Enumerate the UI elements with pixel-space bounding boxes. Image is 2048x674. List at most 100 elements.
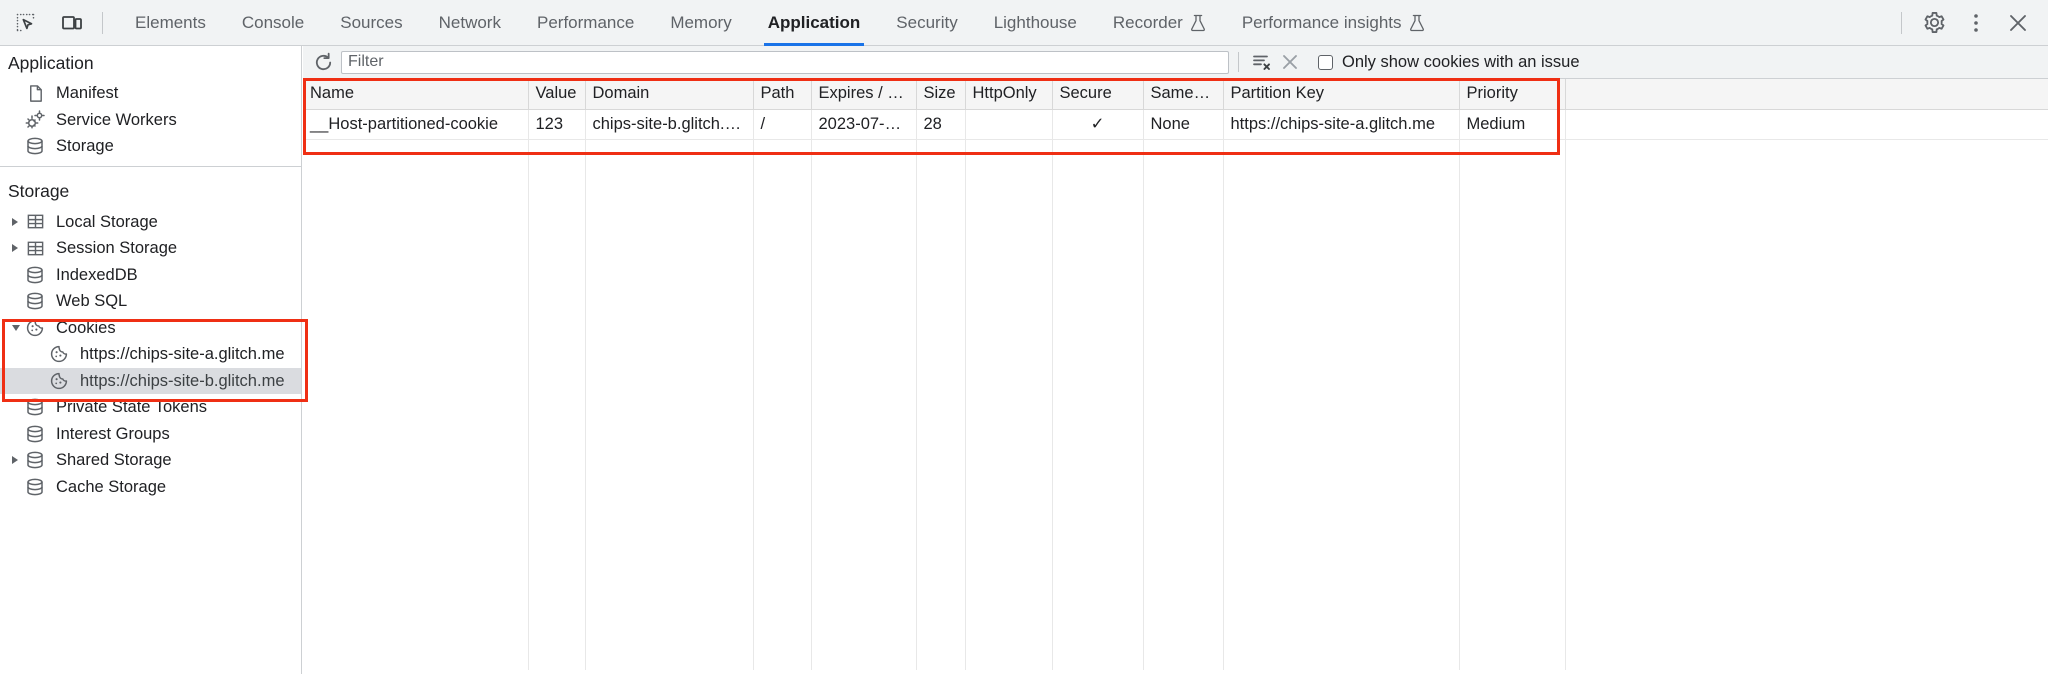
tab-memory[interactable]: Memory bbox=[652, 0, 749, 46]
cell-filler bbox=[1565, 109, 2048, 140]
tab-network[interactable]: Network bbox=[421, 0, 519, 46]
only-show-issues-checkbox[interactable]: Only show cookies with an issue bbox=[1318, 53, 1580, 72]
empty-cell bbox=[1565, 140, 2048, 670]
cell-name: __Host-partitioned-cookie bbox=[303, 109, 529, 140]
cell-size: 28 bbox=[916, 109, 966, 140]
filter-input[interactable] bbox=[341, 50, 1229, 74]
tab-lighthouse[interactable]: Lighthouse bbox=[976, 0, 1095, 46]
clear-filtered-cookies-icon[interactable] bbox=[1248, 49, 1276, 75]
tab-sources[interactable]: Sources bbox=[322, 0, 420, 46]
sidebar-section-application: Application bbox=[8, 52, 94, 73]
empty-cell bbox=[1052, 139, 1144, 670]
tab-label: Performance bbox=[536, 12, 635, 32]
cell-domain: chips-site-b.glitch.me bbox=[585, 109, 754, 140]
empty-cell bbox=[965, 139, 1053, 670]
sidebar-item-indexeddb[interactable]: IndexedDB bbox=[0, 262, 301, 289]
refresh-icon[interactable] bbox=[309, 49, 337, 75]
column-header-samesite[interactable]: SameSite bbox=[1143, 79, 1224, 110]
sidebar-item-manifest[interactable]: Manifest bbox=[0, 80, 301, 107]
tab-elements[interactable]: Elements bbox=[117, 0, 224, 46]
tab-label: Lighthouse bbox=[993, 12, 1077, 32]
toolbar-divider bbox=[1901, 11, 1902, 34]
cell-path: / bbox=[753, 109, 812, 140]
cell-samesite: None bbox=[1143, 109, 1224, 140]
database-icon bbox=[24, 476, 46, 498]
application-sidebar: Application Manifest Service Workers bbox=[0, 46, 302, 674]
empty-cell bbox=[303, 139, 529, 670]
service-workers-gear-icon bbox=[24, 109, 46, 131]
sidebar-item-cookies[interactable]: Cookies bbox=[0, 315, 301, 342]
tab-recorder[interactable]: Recorder bbox=[1095, 0, 1224, 46]
sidebar-item-session-storage[interactable]: Session Storage bbox=[0, 235, 301, 262]
table-icon bbox=[24, 211, 46, 233]
kebab-menu-icon[interactable] bbox=[1956, 3, 1996, 43]
chevron-right-icon[interactable] bbox=[12, 217, 18, 226]
sidebar-item-cookie-origin-a[interactable]: https://chips-site-a.glitch.me bbox=[0, 341, 301, 368]
sidebar-item-interest-groups[interactable]: Interest Groups bbox=[0, 421, 301, 448]
database-icon bbox=[24, 423, 46, 445]
experimental-flask-icon bbox=[1409, 14, 1425, 32]
column-header-priority[interactable]: Priority bbox=[1459, 79, 1566, 110]
empty-cell bbox=[1459, 139, 1566, 670]
database-icon bbox=[24, 290, 46, 312]
sidebar-item-label: Private State Tokens bbox=[56, 398, 208, 416]
sidebar-item-cookie-origin-b[interactable]: https://chips-site-b.glitch.me bbox=[0, 367, 301, 394]
database-icon bbox=[24, 396, 46, 418]
tab-security[interactable]: Security bbox=[878, 0, 975, 46]
column-header-size[interactable]: Size bbox=[916, 79, 966, 110]
column-header-path[interactable]: Path bbox=[753, 79, 812, 110]
column-header-httponly[interactable]: HttpOnly bbox=[965, 79, 1053, 110]
column-header-partition-key[interactable]: Partition Key bbox=[1223, 79, 1460, 110]
inspect-element-icon[interactable] bbox=[6, 3, 46, 43]
only-show-issues-label: Only show cookies with an issue bbox=[1342, 52, 1580, 71]
sidebar-item-service-workers[interactable]: Service Workers bbox=[0, 107, 301, 134]
chevron-right-icon[interactable] bbox=[12, 456, 18, 465]
column-header-domain[interactable]: Domain bbox=[585, 79, 754, 110]
chevron-right-icon[interactable] bbox=[12, 244, 18, 253]
tab-performance[interactable]: Performance bbox=[519, 0, 652, 46]
sidebar-item-label: Storage bbox=[56, 137, 114, 155]
table-row[interactable]: __Host-partitioned-cookie 123 chips-site… bbox=[303, 109, 2048, 140]
cookies-table-container: Name Value Domain Path Expires / M… Size… bbox=[303, 79, 2048, 673]
cookies-filter-bar: Only show cookies with an issue bbox=[303, 46, 2048, 79]
toolbar-divider bbox=[102, 11, 103, 34]
sidebar-item-label: Web SQL bbox=[56, 292, 128, 310]
sidebar-item-shared-storage[interactable]: Shared Storage bbox=[0, 447, 301, 474]
column-header-name[interactable]: Name bbox=[303, 79, 529, 110]
chevron-down-icon[interactable] bbox=[12, 324, 20, 331]
tab-application[interactable]: Application bbox=[750, 0, 879, 46]
checkbox-box[interactable] bbox=[1318, 54, 1333, 70]
cell-partition-key: https://chips-site-a.glitch.me bbox=[1223, 109, 1460, 140]
delete-cookie-icon[interactable] bbox=[1276, 49, 1304, 75]
sidebar-item-cache-storage[interactable]: Cache Storage bbox=[0, 474, 301, 501]
column-header-value[interactable]: Value bbox=[528, 79, 586, 110]
column-header-secure[interactable]: Secure bbox=[1052, 79, 1144, 110]
tab-console[interactable]: Console bbox=[224, 0, 322, 46]
database-icon bbox=[24, 264, 46, 286]
cell-expires: 2023-07-07… bbox=[811, 109, 917, 140]
tab-performance-insights[interactable]: Performance insights bbox=[1224, 0, 1443, 46]
sidebar-item-local-storage[interactable]: Local Storage bbox=[0, 209, 301, 236]
device-toolbar-icon[interactable] bbox=[52, 3, 92, 43]
tab-label: Performance insights bbox=[1241, 12, 1402, 32]
sidebar-divider bbox=[0, 165, 301, 167]
tab-label: Application bbox=[767, 12, 861, 32]
gear-icon[interactable] bbox=[1914, 3, 1954, 43]
tab-label: Network bbox=[438, 12, 501, 32]
sidebar-item-label: Interest Groups bbox=[56, 424, 170, 443]
sidebar-item-label: Local Storage bbox=[56, 212, 158, 231]
cookie-icon bbox=[48, 343, 70, 365]
tab-label: Elements bbox=[135, 12, 206, 32]
close-icon[interactable] bbox=[1998, 3, 2038, 43]
sidebar-item-label: https://chips-site-b.glitch.me bbox=[80, 371, 285, 390]
cookies-table-empty-area bbox=[303, 139, 2048, 670]
column-header-expires[interactable]: Expires / M… bbox=[811, 79, 917, 110]
sidebar-item-web-sql[interactable]: Web SQL bbox=[0, 288, 301, 315]
tab-label: Recorder bbox=[1112, 12, 1183, 32]
sidebar-item-private-state-tokens[interactable]: Private State Tokens bbox=[0, 394, 301, 421]
sidebar-item-storage[interactable]: Storage bbox=[0, 133, 301, 160]
sidebar-item-label: Manifest bbox=[56, 84, 119, 102]
cookies-table-header-row: Name Value Domain Path Expires / M… Size… bbox=[303, 79, 2048, 110]
sidebar-item-label: Shared Storage bbox=[56, 451, 172, 469]
